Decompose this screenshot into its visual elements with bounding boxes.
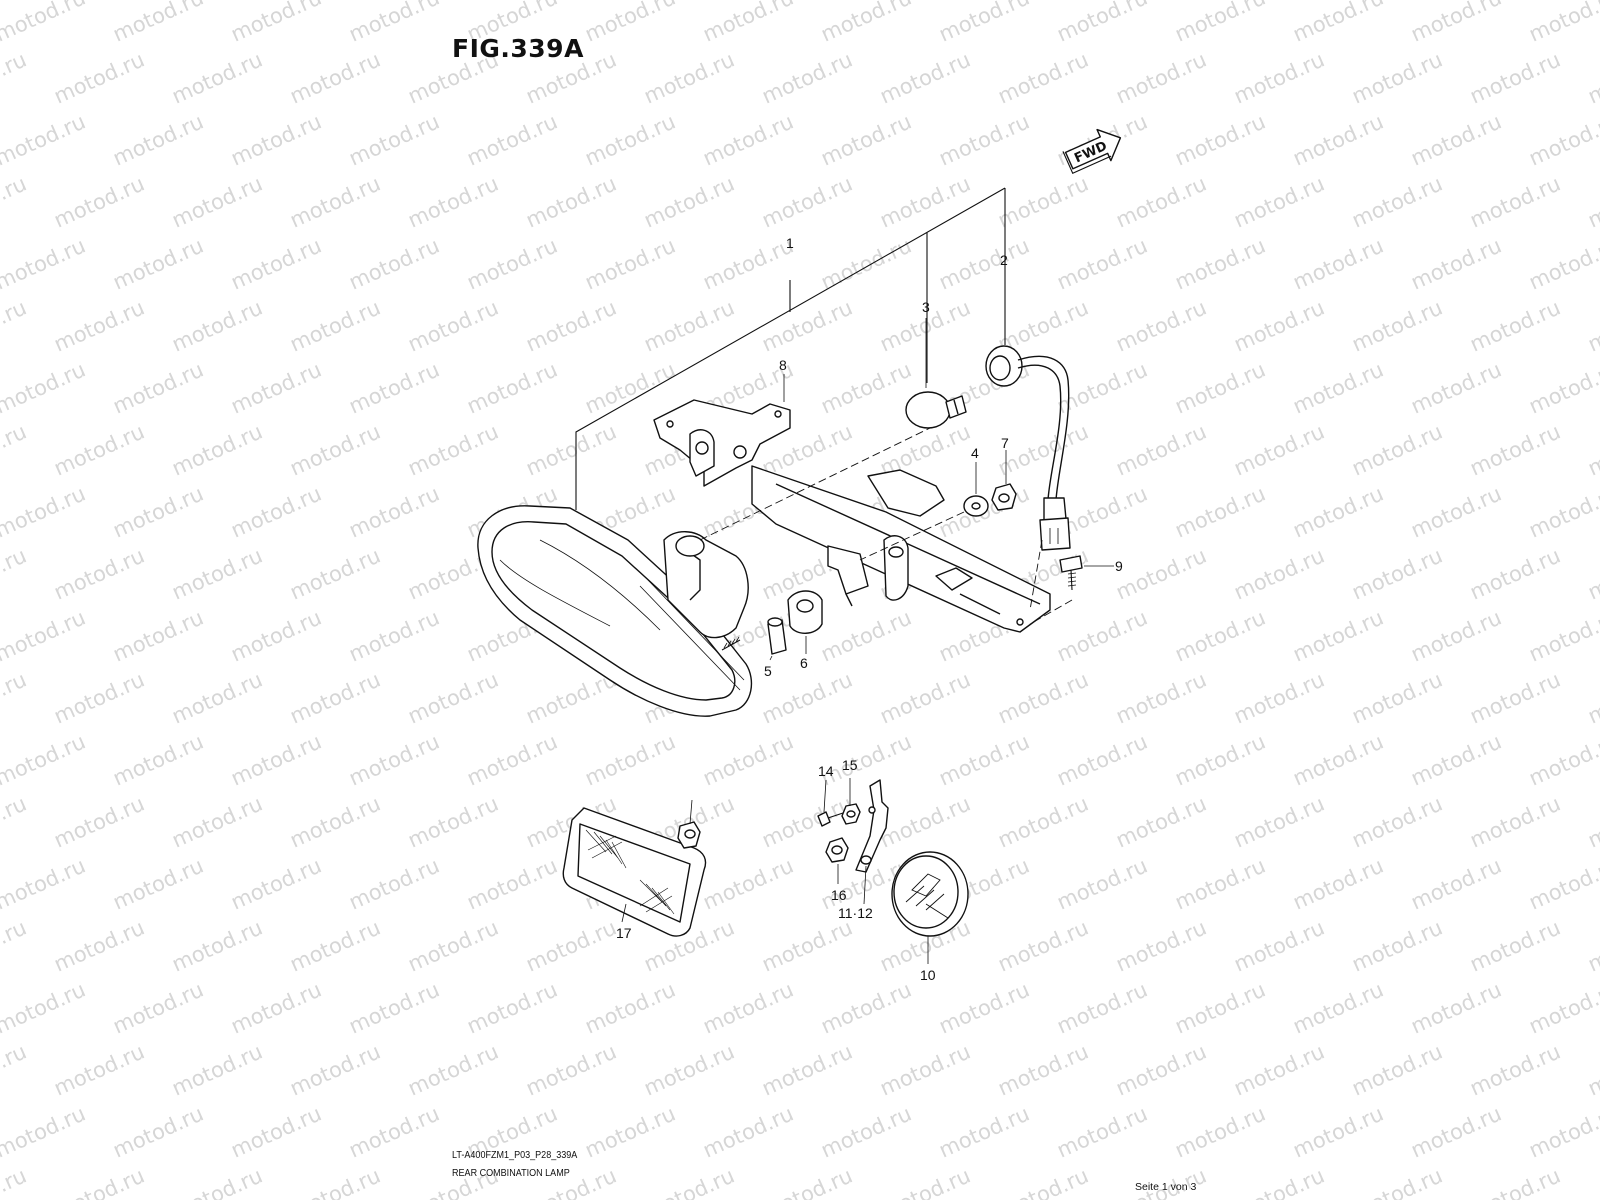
callout-leaders	[621, 268, 1114, 964]
round-reflector-part-10	[891, 851, 969, 937]
callout-7: 7	[1001, 435, 1009, 451]
fwd-arrow-icon: FWD	[1062, 128, 1122, 174]
socket-part-2	[985, 345, 1071, 551]
callout-9: 9	[1115, 558, 1123, 574]
spacer-part-5	[767, 617, 787, 655]
callout-15: 16	[831, 887, 847, 903]
callout-1: 1	[786, 235, 794, 251]
callout-16: 17	[616, 925, 632, 941]
callout-2: 2	[1000, 252, 1008, 268]
callout-3: 3	[922, 299, 930, 315]
bulb-part-3	[905, 391, 967, 429]
callout-13: 14	[818, 763, 834, 779]
stay-part-11-12	[855, 779, 889, 873]
washer-part-4	[963, 495, 989, 517]
callout-4: 4	[971, 445, 979, 461]
callout-6: 6	[800, 655, 808, 671]
callout-labels: 1 2 3 8 4 7 9 5 6 14 15 16 11·12 17 10	[616, 235, 1123, 983]
nut-part-14	[841, 803, 861, 825]
screw-part-9	[1059, 555, 1083, 591]
figure-name: REAR COMBINATION LAMP	[452, 1167, 570, 1179]
alignment-lines	[699, 427, 1073, 625]
figure-code: LT-A400FZM1_P03_P28_339A	[452, 1149, 578, 1161]
assembly-leaders	[575, 187, 1006, 510]
reflector-part-16	[562, 807, 707, 937]
page-indicator: Seite 1 von 3	[1135, 1181, 1197, 1193]
nut-part-17	[677, 821, 701, 849]
callout-5: 5	[764, 663, 772, 679]
screw-part-13	[817, 811, 847, 827]
nut-part-15	[825, 837, 849, 863]
callout-11-12: 11·12	[838, 905, 873, 921]
callout-8: 8	[779, 357, 787, 373]
callout-10: 10	[920, 967, 936, 983]
grommet-part-6	[787, 590, 823, 634]
callout-14: 15	[842, 757, 858, 773]
nut-part-7	[991, 483, 1017, 511]
lamp-housing-part-1	[477, 505, 753, 717]
bracket-part-8	[653, 399, 1051, 633]
figure-title: FIG.339A	[452, 34, 584, 63]
